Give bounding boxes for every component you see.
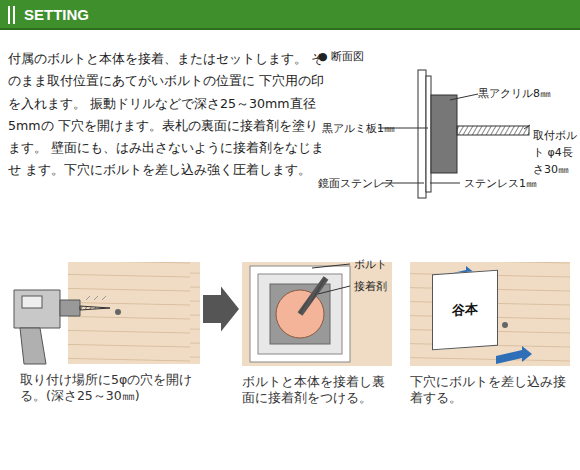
nameplate-text: 谷本 xyxy=(452,300,478,320)
section-heading: ● 断面図 xyxy=(318,50,364,63)
step-caption: 下穴にボルトを差し込み接着する。 xyxy=(410,374,570,406)
wall-illustration xyxy=(410,262,570,366)
step-panel: 取り付け場所に5φの穴を開ける。(深さ25～30㎜) xyxy=(10,262,200,364)
step-caption: 取り付け場所に5φの穴を開ける。(深さ25～30㎜) xyxy=(20,372,202,404)
callout-label: ボルト xyxy=(354,258,387,271)
part-label: ステンレス1㎜ xyxy=(464,177,537,190)
step-panel: ボルトと本体を接着し裏面に接着剤をつける。 xyxy=(242,262,392,366)
step-caption: ボルトと本体を接着し裏面に接着剤をつける。 xyxy=(242,374,392,406)
arrow-shape xyxy=(203,287,239,332)
header-bar xyxy=(0,0,580,30)
step-panel: 下穴にボルトを差し込み接着する。谷本 xyxy=(410,262,570,366)
nameplate-back xyxy=(242,262,392,366)
callout-label: 接着剤 xyxy=(354,280,387,293)
drill-illustration xyxy=(14,262,200,364)
title: SETTING xyxy=(24,6,89,24)
step-arrow xyxy=(203,287,239,332)
instructions: 付属のボルトと本体を接着、またはセットします。 そのまま取付位置にあてがいボルト… xyxy=(8,48,326,182)
part-label: 鏡面ステンレス xyxy=(318,177,395,190)
nameplate: 谷本 xyxy=(432,270,498,351)
part-label: 黒アクリル8㎜ xyxy=(478,87,551,100)
part-label: 取付ボルト φ4長さ30㎜ xyxy=(533,127,577,178)
part-label: 黒アルミ板1㎜ xyxy=(322,122,395,135)
